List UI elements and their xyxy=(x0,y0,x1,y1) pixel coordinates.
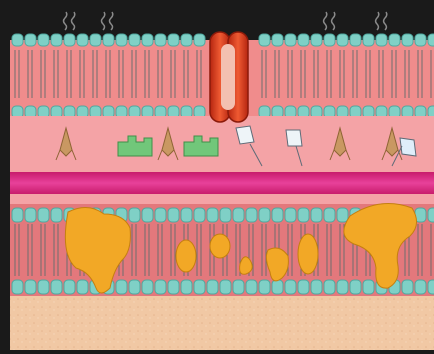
lipid-head xyxy=(272,208,283,222)
magenta-band xyxy=(10,172,434,194)
lipid-head xyxy=(285,280,296,294)
lipid-head xyxy=(220,208,231,222)
lipid-head xyxy=(311,280,322,294)
extracellular-region xyxy=(10,296,434,350)
lipid-head xyxy=(142,34,153,46)
lipid-head xyxy=(207,280,218,294)
lipid-head xyxy=(25,208,36,222)
lipid-head xyxy=(155,34,166,46)
lipid-head xyxy=(324,34,335,46)
lipid-head xyxy=(25,280,36,294)
lipid-head xyxy=(415,34,426,46)
lipid-head xyxy=(155,208,166,222)
lipid-head xyxy=(77,280,88,294)
lipid-head xyxy=(428,208,434,222)
cytoplasm-region xyxy=(10,116,434,172)
lipid-head xyxy=(259,208,270,222)
lipid-head xyxy=(194,208,205,222)
lipid-head xyxy=(246,208,257,222)
lipid-head xyxy=(298,34,309,46)
lipid-head xyxy=(12,208,23,222)
lipid-head xyxy=(168,280,179,294)
lipid-head xyxy=(116,280,127,294)
lipid-head xyxy=(38,208,49,222)
lipid-head xyxy=(12,34,23,46)
lipid-head xyxy=(376,34,387,46)
lipid-head xyxy=(129,208,140,222)
lipid-head xyxy=(116,34,127,46)
lipid-head xyxy=(220,280,231,294)
lipid-head xyxy=(337,280,348,294)
lipid-head xyxy=(90,34,101,46)
lipid-head xyxy=(77,34,88,46)
lipid-head xyxy=(129,34,140,46)
lipid-head xyxy=(337,34,348,46)
lipid-head xyxy=(298,208,309,222)
lipid-head xyxy=(155,280,166,294)
lipid-head xyxy=(246,280,257,294)
lipid-head xyxy=(168,208,179,222)
lipid-head xyxy=(233,280,244,294)
lipid-head xyxy=(181,208,192,222)
lipid-head xyxy=(142,280,153,294)
ion-channel xyxy=(210,32,248,122)
lipid-head xyxy=(402,34,413,46)
lipid-head xyxy=(272,34,283,46)
lipid-head xyxy=(324,280,335,294)
lipid-head xyxy=(168,34,179,46)
lipid-head xyxy=(25,34,36,46)
lipid-head xyxy=(181,34,192,46)
lipid-head xyxy=(337,208,348,222)
lipid-head xyxy=(350,280,361,294)
lipid-head xyxy=(51,208,62,222)
lipid-head xyxy=(51,34,62,46)
lipid-head xyxy=(194,34,205,46)
lipid-head xyxy=(363,280,374,294)
lipid-head xyxy=(233,208,244,222)
lipid-head xyxy=(350,34,361,46)
lipid-head xyxy=(363,34,374,46)
lipid-head xyxy=(64,280,75,294)
lipid-head xyxy=(402,280,413,294)
lipid-head xyxy=(129,280,140,294)
lipid-head xyxy=(428,280,434,294)
lipid-head xyxy=(207,208,218,222)
band-shadow xyxy=(10,194,434,204)
lipid-head xyxy=(181,280,192,294)
lipid-head xyxy=(103,34,114,46)
lipid-head xyxy=(194,280,205,294)
lipid-head xyxy=(142,208,153,222)
lipid-head xyxy=(415,280,426,294)
lipid-head xyxy=(428,34,434,46)
lipid-head xyxy=(324,208,335,222)
lipid-head xyxy=(259,280,270,294)
lipid-head xyxy=(259,34,270,46)
lipid-head xyxy=(389,34,400,46)
lipid-head xyxy=(272,280,283,294)
lipid-head xyxy=(64,34,75,46)
lipid-head xyxy=(298,280,309,294)
lipid-head xyxy=(38,34,49,46)
lipid-head xyxy=(285,34,296,46)
lipid-head xyxy=(51,280,62,294)
lipid-head xyxy=(12,280,23,294)
lipid-head xyxy=(38,280,49,294)
lipid-head xyxy=(285,208,296,222)
lipid-head xyxy=(311,34,322,46)
lipid-head xyxy=(311,208,322,222)
